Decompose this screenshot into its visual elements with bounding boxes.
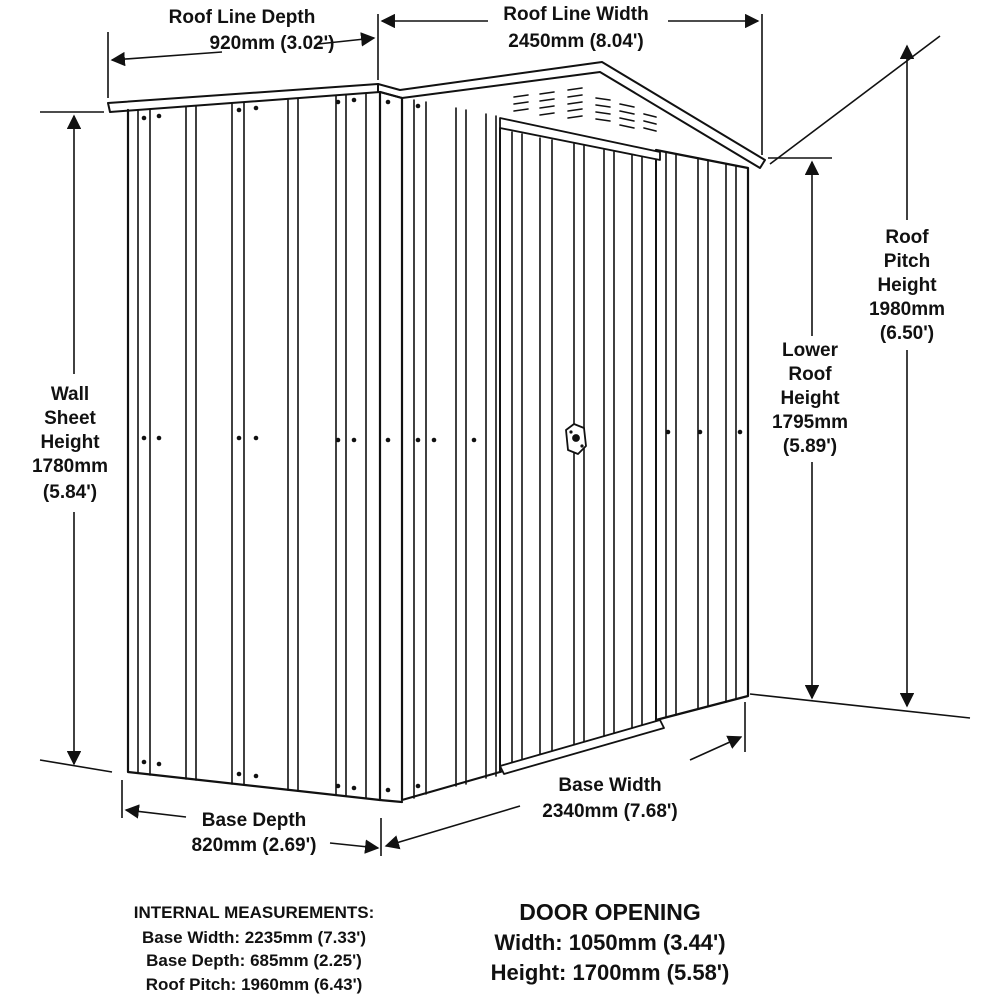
svg-text:Base Depth: Base Depth: [202, 810, 307, 831]
svg-text:Roof: Roof: [885, 227, 929, 248]
lower-roof-height-label: Lower Roof Height 1795mm (5.89'): [772, 340, 848, 457]
internal-measurements-title: INTERNAL MEASUREMENTS:: [134, 903, 375, 922]
door-ribs: [511, 131, 643, 770]
svg-text:Roof Line Width: Roof Line Width: [503, 4, 648, 25]
door-opening: DOOR OPENING Width: 1050mm (3.44') Heigh…: [491, 899, 730, 985]
svg-text:Lower: Lower: [782, 340, 839, 361]
roof-pitch-height-label: Roof Pitch Height 1980mm (6.50'): [869, 227, 945, 344]
door-handle: [565, 423, 587, 455]
svg-text:Sheet: Sheet: [44, 408, 96, 429]
dimension-lines: [39, 13, 971, 856]
svg-text:Roof Line Depth: Roof Line Depth: [169, 7, 316, 28]
side-wall-bolts: [141, 97, 357, 791]
wall-sheet-height-label: Wall Sheet Height 1780mm (5.84'): [32, 384, 108, 503]
roof-line-depth-label: Roof Line Depth 920mm (3.02'): [169, 7, 335, 54]
svg-text:2340mm (7.68'): 2340mm (7.68'): [542, 801, 678, 822]
svg-text:Base Width: Base Width: [558, 775, 661, 796]
svg-text:820mm (2.69'): 820mm (2.69'): [192, 835, 317, 856]
internal-item: Roof Pitch: 1960mm (6.43'): [146, 975, 363, 994]
svg-text:Roof: Roof: [788, 364, 832, 385]
front-left-ribs: [413, 99, 497, 799]
svg-text:1795mm: 1795mm: [772, 412, 848, 433]
internal-item: Base Width: 2235mm (7.33'): [142, 928, 366, 947]
base-depth-label: Base Depth 820mm (2.69'): [192, 810, 317, 856]
door-opening-title: DOOR OPENING: [519, 899, 700, 925]
side-wall-ribs: [137, 93, 367, 799]
roof-vents: [513, 87, 657, 132]
svg-text:Height: Height: [877, 275, 937, 296]
roof-line-width-label: Roof Line Width 2450mm (8.04'): [503, 4, 648, 52]
svg-text:(6.50'): (6.50'): [880, 323, 934, 344]
front-right-ribs: [665, 151, 737, 718]
door-opening-width: Width: 1050mm (3.44'): [494, 930, 725, 955]
shed-illustration: [107, 61, 766, 804]
svg-text:1780mm: 1780mm: [32, 456, 108, 477]
internal-item: Base Depth: 685mm (2.25'): [146, 951, 362, 970]
svg-text:920mm (3.02'): 920mm (3.02'): [210, 33, 335, 54]
svg-text:(5.84'): (5.84'): [43, 482, 97, 503]
door-opening-height: Height: 1700mm (5.58'): [491, 960, 730, 985]
svg-text:2450mm (8.04'): 2450mm (8.04'): [508, 31, 644, 52]
svg-text:Wall: Wall: [51, 384, 89, 405]
base-width-label: Base Width 2340mm (7.68'): [542, 775, 678, 822]
svg-text:(5.89'): (5.89'): [783, 436, 837, 457]
internal-measurements: INTERNAL MEASUREMENTS: Base Width: 2235m…: [134, 903, 375, 994]
svg-text:Pitch: Pitch: [884, 251, 930, 272]
svg-text:1980mm: 1980mm: [869, 299, 945, 320]
svg-text:Height: Height: [780, 388, 840, 409]
svg-text:Height: Height: [40, 432, 100, 453]
